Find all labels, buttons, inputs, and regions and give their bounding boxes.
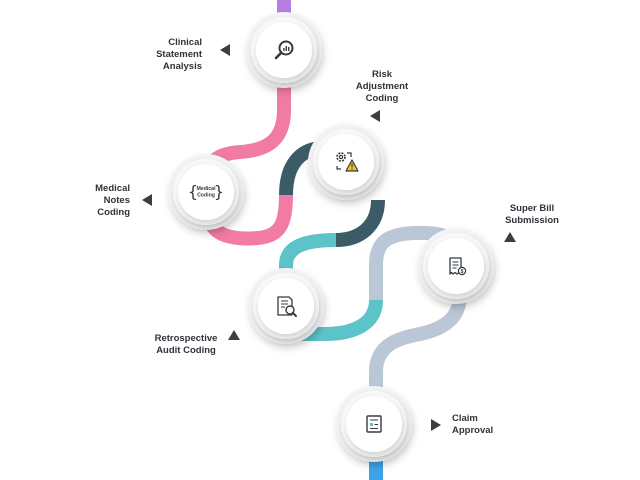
step-node-clinical-statement bbox=[246, 12, 322, 88]
svg-text:{: { bbox=[188, 182, 198, 201]
step-label-claim-approval: Claim Approval bbox=[452, 413, 494, 436]
flow-segment-retrospective bbox=[279, 233, 383, 341]
bill-document-icon: $ bbox=[449, 257, 467, 276]
step-node-claim-approval bbox=[336, 386, 412, 462]
pointer-medical-notes bbox=[142, 194, 152, 206]
gears-warning-icon bbox=[336, 152, 359, 172]
step-node-retrospective-audit bbox=[248, 268, 324, 344]
approval-card-icon bbox=[366, 415, 382, 433]
step-node-super-bill: $ bbox=[418, 228, 494, 304]
pointer-retrospective-audit bbox=[228, 330, 240, 340]
pointer-clinical-statement bbox=[220, 44, 230, 56]
flow-path bbox=[203, 0, 467, 480]
step-label-risk-adjustment: Risk Adjustment Coding bbox=[355, 69, 409, 104]
step-label-super-bill: Super Bill Submission bbox=[505, 203, 559, 226]
magnifier-chart-icon bbox=[274, 40, 294, 60]
step-label-clinical-statement: Clinical Statement Analysis bbox=[156, 37, 202, 72]
audit-document-icon bbox=[277, 296, 297, 317]
step-label-retrospective-audit: Retrospective Audit Coding bbox=[154, 333, 218, 356]
pointer-super-bill bbox=[504, 232, 516, 242]
step-node-risk-adjustment bbox=[308, 124, 384, 200]
step-label-medical-notes: Medical Notes Coding bbox=[95, 183, 130, 218]
pointer-claim-approval bbox=[431, 419, 441, 431]
svg-text:$: $ bbox=[461, 269, 464, 275]
pointer-risk-adjustment bbox=[370, 110, 380, 122]
svg-text:}: } bbox=[214, 182, 224, 201]
